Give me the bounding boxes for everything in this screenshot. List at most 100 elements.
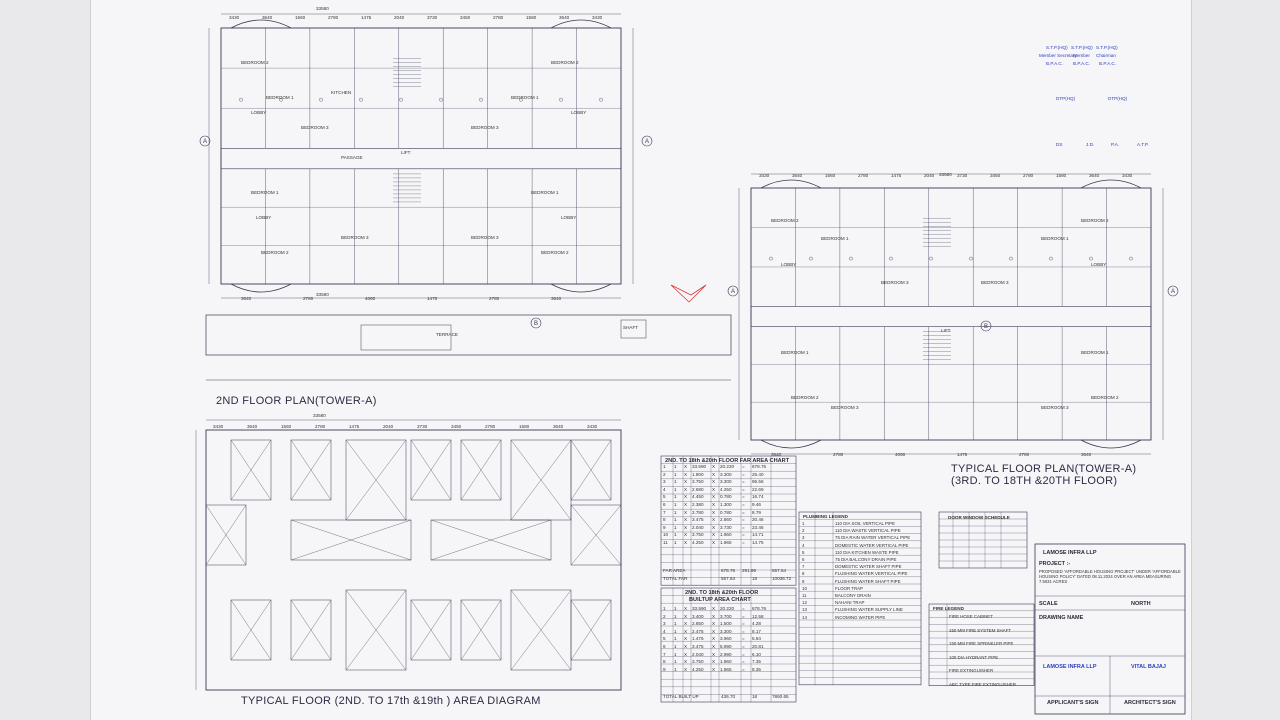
plan-2nd-fixture-3 bbox=[359, 97, 363, 102]
area-zone-1-d4 bbox=[310, 469, 332, 501]
far-r6-c2: X bbox=[684, 509, 688, 515]
far-r5-c6: = bbox=[742, 502, 745, 507]
area-zone-16-d3 bbox=[510, 629, 542, 671]
far-r7-c5: 2.860 bbox=[720, 517, 732, 523]
architect-stamp: VITAL BAJAJ bbox=[1131, 664, 1166, 670]
bu-total-0: TOTAL BUILT UP bbox=[663, 694, 699, 700]
bu-r2-c1: 1 bbox=[674, 621, 677, 627]
far-r4-c4: X bbox=[712, 494, 716, 500]
plumb-num-8: 9 bbox=[802, 578, 805, 584]
dim-area-5: 2040 bbox=[383, 424, 394, 429]
far-r10-c4: X bbox=[712, 540, 716, 545]
far-r9-c2: X bbox=[684, 532, 688, 538]
bu-r7-c6: = bbox=[742, 659, 745, 665]
far-r0-c0: 1 bbox=[663, 464, 666, 469]
bu-r7-c7: 7.35 bbox=[752, 659, 761, 665]
dim-typ-10: 3640 bbox=[1089, 173, 1100, 178]
dim-area-0: 3430 bbox=[213, 424, 224, 429]
bu-r1-c5: 3.700 bbox=[720, 613, 732, 619]
plan-2nd-corridor bbox=[220, 148, 622, 170]
far-r5-c7: 9.46 bbox=[752, 502, 761, 507]
area-zone-7-d2 bbox=[225, 504, 247, 536]
dim-bottom-4: 2780 bbox=[489, 296, 500, 301]
room-label-25: LIFT bbox=[941, 328, 951, 333]
dim-typ-6: 3730 bbox=[957, 173, 968, 178]
area-zone-16-d1 bbox=[510, 589, 542, 631]
plan-typ-fixture-5 bbox=[969, 256, 973, 261]
plumb-item-10: BALCONY DRAIN bbox=[835, 593, 871, 598]
marker-a-typ-left-label: A bbox=[731, 289, 735, 295]
room-label-32: BEDROOM 3 bbox=[831, 405, 859, 410]
dim-typ-4: 1475 bbox=[891, 173, 902, 178]
dim-overall-bottom: 33580 bbox=[316, 292, 329, 297]
stamp-org-2: B.P.A.C. bbox=[1073, 61, 1091, 66]
far-r4-c1: 1 bbox=[674, 494, 677, 500]
room-label-34: BEDROOM 2 bbox=[1091, 395, 1119, 400]
bu-r1-c7: 12.58 bbox=[752, 613, 764, 619]
far-area-3: 557.64 bbox=[772, 567, 787, 573]
area-zone-0-d2 bbox=[250, 439, 272, 471]
bu-r4-c7: 5.84 bbox=[752, 636, 761, 642]
far-r2-c4: X bbox=[712, 479, 716, 485]
bu-r3-c4: X bbox=[712, 628, 716, 634]
bu-r8-c1: 1 bbox=[674, 666, 677, 672]
area-zone-17 bbox=[570, 599, 612, 661]
far-r1-c7: 25.40 bbox=[752, 471, 764, 477]
dim-overall-top: 33580 bbox=[316, 6, 329, 11]
stamp-chairman: Chairman bbox=[1096, 53, 1116, 58]
area-zone-0 bbox=[230, 439, 272, 501]
area-zone-5-d4 bbox=[540, 479, 572, 521]
far-r7-c6: = bbox=[742, 517, 745, 523]
far-area-0: FAR AREA bbox=[663, 567, 686, 573]
dim-top-4: 1475 bbox=[361, 15, 372, 20]
far-r8-c0: 9 bbox=[663, 524, 666, 530]
bu-r1-c3: 3.400 bbox=[692, 613, 704, 619]
area-zone-16-d2 bbox=[540, 589, 572, 631]
area-zone-2-d3 bbox=[345, 479, 377, 521]
far-r1-c2: X bbox=[684, 471, 688, 477]
bu-r2-c5: 1.500 bbox=[720, 621, 732, 627]
dim-top-0: 3430 bbox=[229, 15, 240, 20]
bu-r5-c1: 1 bbox=[674, 644, 677, 649]
stamp-atp: A.T.P. bbox=[1137, 142, 1149, 147]
room-label-28: BEDROOM 1 bbox=[1041, 236, 1069, 241]
plan-typ-fixture-2 bbox=[849, 256, 853, 261]
area-zone-5-d3 bbox=[510, 479, 542, 521]
far-r9-c5: 1.960 bbox=[720, 532, 732, 538]
area-zone-6-d4 bbox=[590, 469, 612, 501]
room-label-33: BEDROOM 1 bbox=[1081, 350, 1109, 355]
bu-r2-c6: = bbox=[742, 621, 745, 627]
dim-typ-7: 3450 bbox=[990, 173, 1001, 178]
far-r0-c3: 33.590 bbox=[692, 464, 707, 469]
far-r8-c5: 3.730 bbox=[720, 524, 732, 530]
room-label-6: BEDROOM 1 bbox=[511, 95, 539, 100]
dim-top-9: 1580 bbox=[526, 15, 537, 20]
dim-typ-9: 1580 bbox=[1056, 173, 1067, 178]
dim-typ-2: 1560 bbox=[825, 173, 836, 178]
door-schedule-title: DOOR WINDOW SCHEDULE bbox=[948, 515, 1010, 520]
terrace-strip bbox=[205, 314, 732, 356]
terrace-box bbox=[360, 324, 452, 351]
marker-a-typ-right-label: A bbox=[1171, 289, 1175, 295]
bu-r2-c2: X bbox=[684, 621, 688, 627]
dim-area-11: 3430 bbox=[587, 424, 598, 429]
stamp-org-3: B.P.A.C. bbox=[1099, 61, 1117, 66]
bu-table-frame bbox=[660, 587, 797, 703]
area-zone-10 bbox=[430, 519, 552, 561]
room-label-7: LOBBY bbox=[571, 110, 587, 115]
area-zone-4 bbox=[460, 439, 502, 501]
bu-r0-c4: X bbox=[712, 606, 716, 611]
stamp-dtp-2: DTP(HQ) bbox=[1108, 96, 1128, 101]
dim-typ-0: 3430 bbox=[759, 173, 770, 178]
bu-r8-c4: X bbox=[712, 666, 716, 672]
title-block-company: LAMOSE INFRA LLP bbox=[1043, 550, 1097, 556]
plan-typ-balcony-2 bbox=[760, 439, 822, 449]
far-r7-c1: 1 bbox=[674, 517, 677, 523]
dim-top-1: 3640 bbox=[262, 15, 273, 20]
bu-r0-c2: X bbox=[684, 606, 688, 611]
fire-item-2: 150 MM FIRE SPRINKLER PIPE bbox=[949, 641, 1014, 647]
dim-top-5: 2040 bbox=[394, 15, 405, 20]
dim-area-4: 1475 bbox=[349, 424, 360, 429]
bu-r3-c5: 3.300 bbox=[720, 628, 732, 634]
bu-r5-c3: 3.475 bbox=[692, 644, 704, 649]
